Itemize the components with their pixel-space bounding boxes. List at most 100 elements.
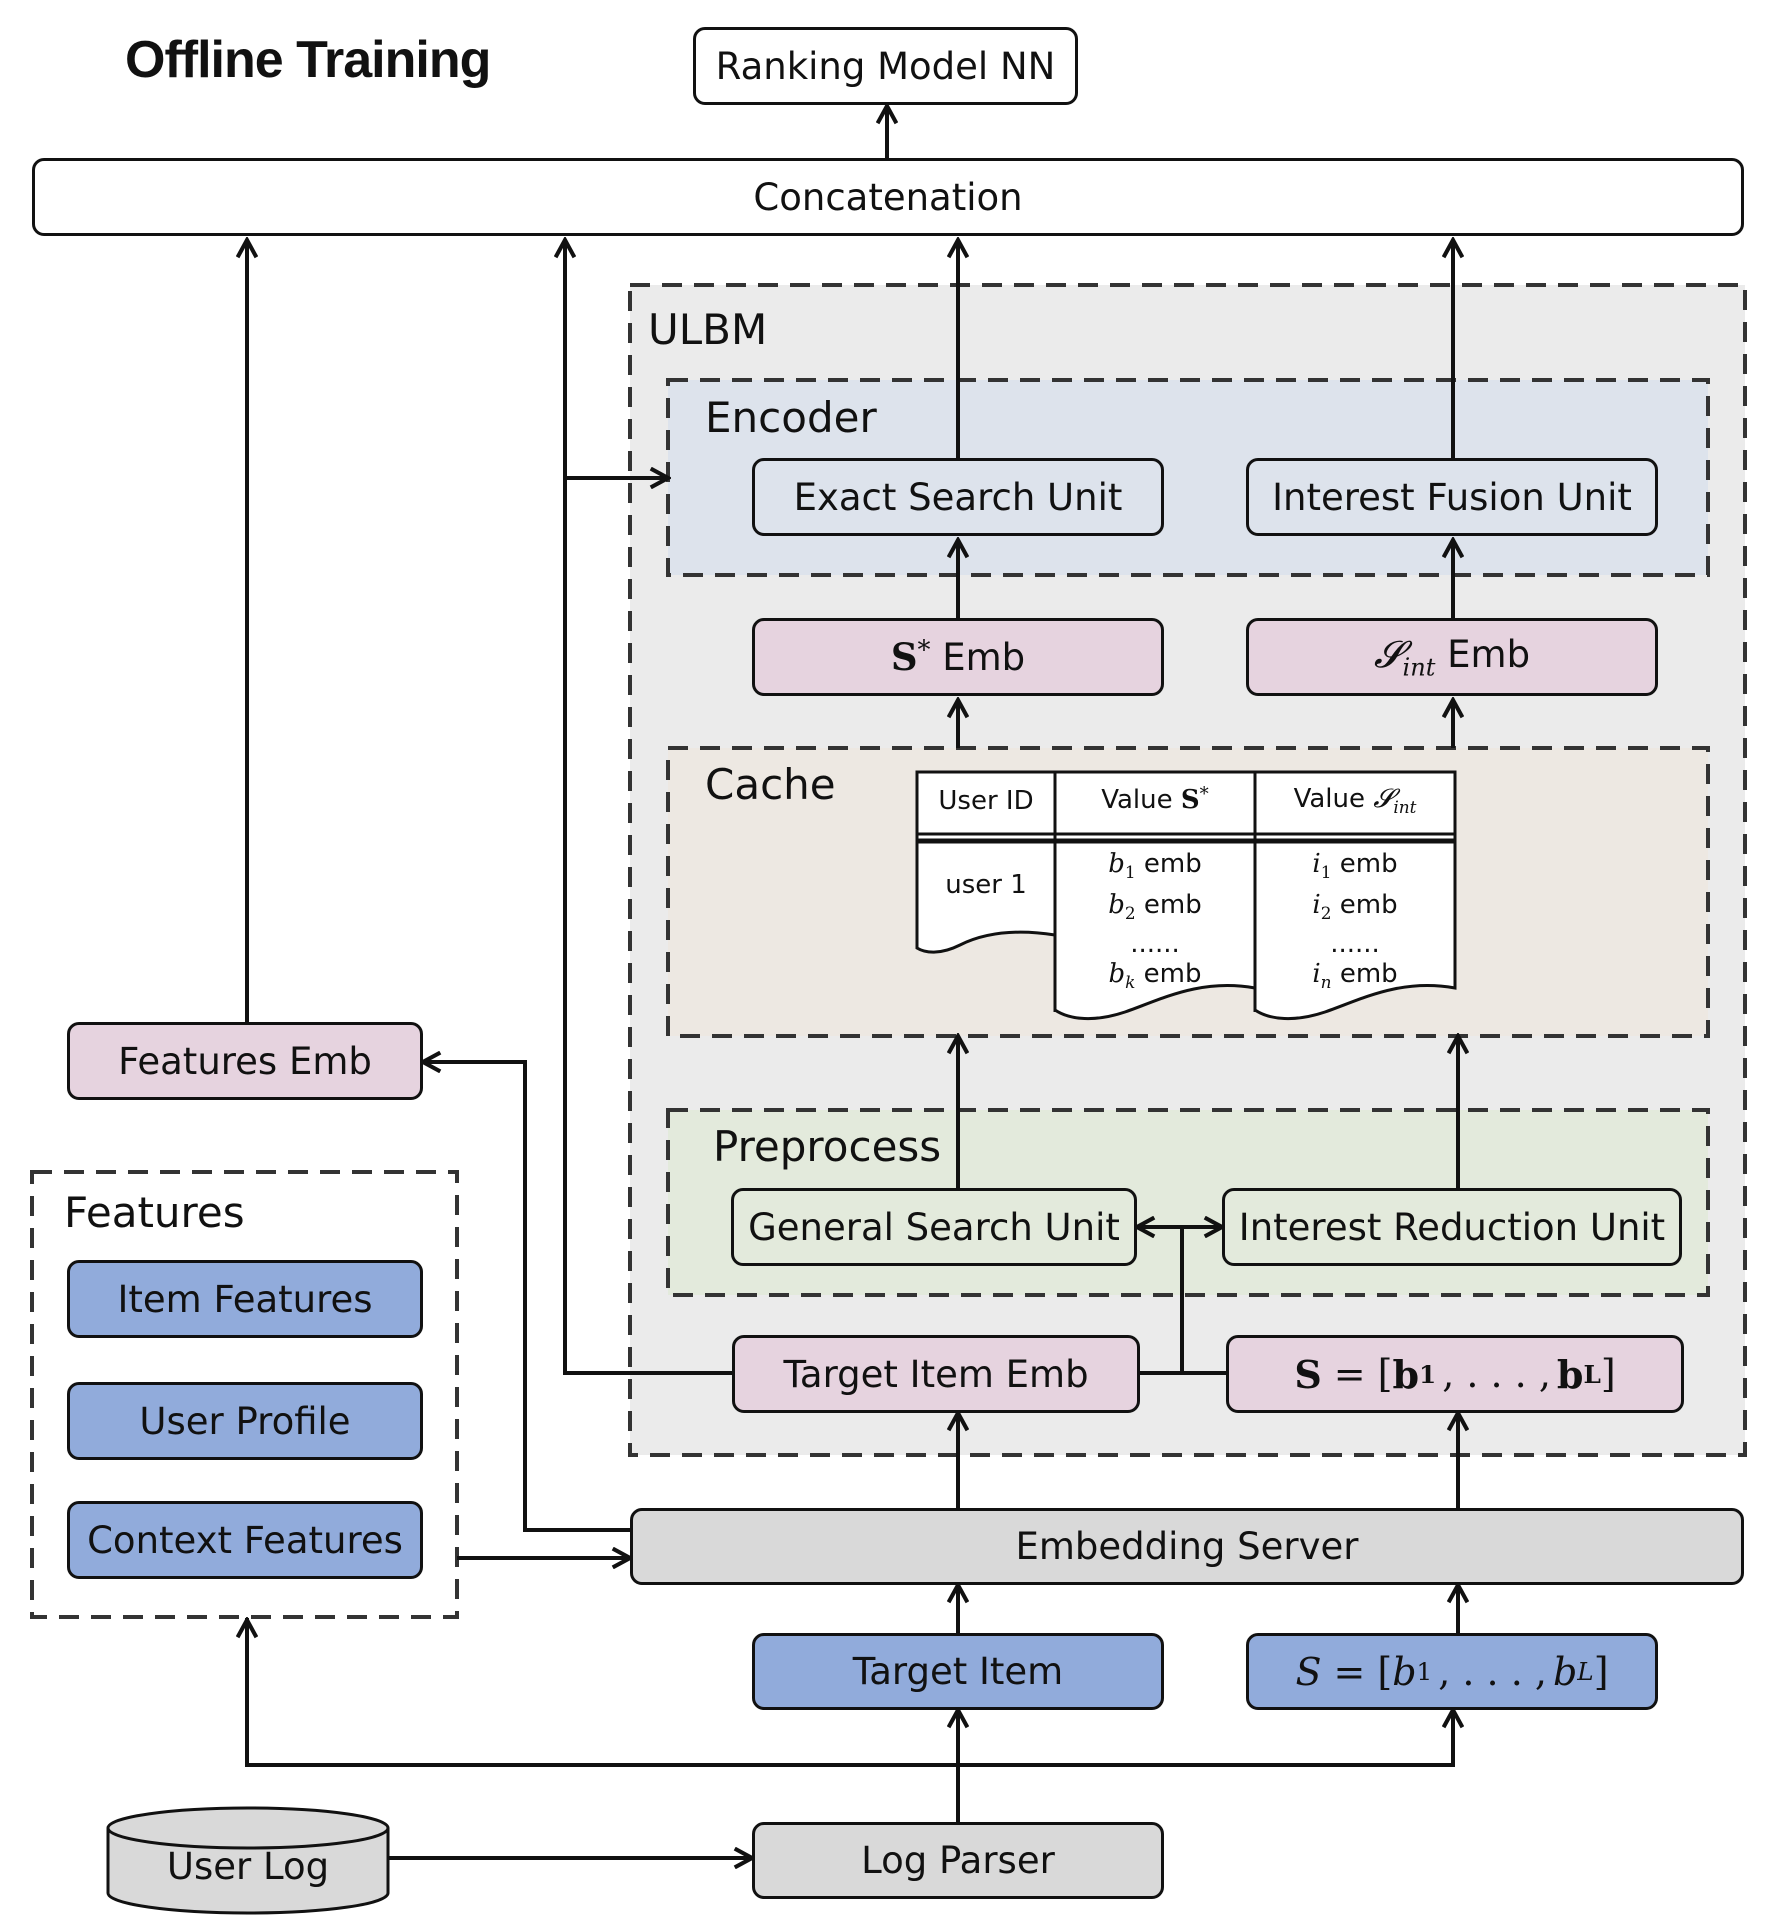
s-int-symbol: 𝓢 [1373,632,1403,676]
cache-header-value-1: Value [1101,785,1173,816]
interest-fusion-unit-label: Interest Fusion Unit [1272,475,1632,519]
s-sequence-emb-open: [ [1377,1352,1393,1396]
s-sequence-emb-lhs: S [1294,1351,1322,1397]
s-star-emb-box: S* Emb [752,618,1164,696]
s-star-emb-suffix: Emb [942,636,1026,679]
user-log-cylinder [106,1806,390,1915]
s-sequence-lhs: S [1295,1649,1322,1694]
cache-i-symbol: i [1312,849,1321,879]
cache-b-symbol: b [1108,958,1126,989]
cache-i-symbol: i [1312,889,1321,920]
cache-b-row: b2 emb [1055,889,1255,930]
concatenation-label: Concatenation [753,175,1023,219]
cache-i-column: i1 emb i2 emb ...... in emb [1255,848,1455,999]
cache-label: Cache [705,760,836,809]
cache-b-sub: 1 [1124,861,1136,882]
features-emb-label: Features Emb [118,1039,372,1083]
s-star-symbol: S [890,635,918,679]
cache-header-s-int-sub: int [1393,796,1417,817]
cache-i-row: i1 emb [1255,848,1455,889]
cache-i-sub: 2 [1320,902,1332,923]
cache-b-column: b1 emb b2 emb ...... bk emb [1055,848,1255,999]
cache-header-s-star-sup: * [1199,784,1209,805]
s-sequence-last-sub: L [1577,1657,1594,1686]
cache-header-user-id: User ID [938,786,1034,816]
cache-header-s-int-symbol: 𝓢 [1373,784,1394,814]
s-sequence-emb-close: ] [1600,1352,1616,1396]
cache-b-sub: 2 [1124,902,1136,923]
cache-b-row: bk emb [1055,958,1255,999]
cache-header-s-star-symbol: S [1180,785,1200,816]
features-label: Features [64,1188,245,1237]
cache-header-value-s-star: Value S* [1055,784,1255,815]
s-sequence-first-sub: 1 [1416,1657,1433,1686]
cache-i-text: emb [1339,849,1398,879]
cache-i-sub: 1 [1320,861,1332,882]
s-sequence-emb-last: b [1556,1351,1584,1397]
target-item-box: Target Item [752,1633,1164,1710]
cache-i-sub: n [1320,971,1332,992]
s-sequence-last: b [1552,1649,1578,1694]
item-features-box: Item Features [67,1260,423,1338]
connectors [247,106,1458,1858]
s-sequence-emb-dots: , . . . , [1442,1352,1551,1396]
cache-i-row: in emb [1255,958,1455,999]
encoder-label: Encoder [705,393,877,442]
item-features-label: Item Features [117,1277,373,1321]
s-sequence-emb-eq: = [1333,1352,1366,1396]
cache-b-text: emb [1143,849,1202,879]
cache-b-row: ...... [1055,930,1255,958]
cache-i-text: emb [1339,958,1398,989]
embedding-server-label: Embedding Server [1015,1525,1359,1568]
cache-b-row: b1 emb [1055,848,1255,889]
cache-b-sub: k [1125,971,1136,992]
cache-user-cell: user 1 [945,870,1027,900]
s-int-emb-label: 𝓢int Emb [1374,633,1530,681]
s-int-sub: int [1402,653,1436,682]
cache-header-value-s-int: Value 𝓢int [1255,784,1455,817]
cache-b-symbol: b [1108,849,1125,879]
cache-i-ellipsis: ...... [1330,928,1380,959]
s-sequence-emb-first-sub: 1 [1419,1359,1437,1389]
cache-i-row: i2 emb [1255,889,1455,930]
cache-b-ellipsis: ...... [1130,928,1180,959]
target-item-emb-box: Target Item Emb [732,1335,1140,1413]
ranking-model-box: Ranking Model NN [693,27,1078,105]
cache-i-text: emb [1339,889,1398,920]
general-search-unit: General Search Unit [731,1188,1137,1266]
interest-reduction-unit: Interest Reduction Unit [1222,1188,1682,1266]
user-profile-label: User Profile [139,1399,351,1443]
exact-search-unit: Exact Search Unit [752,458,1164,536]
s-sequence-emb-first: b [1392,1351,1420,1397]
target-item-label: Target Item [852,1650,1064,1693]
user-log-label: User Log [166,1845,330,1888]
s-int-emb-box: 𝓢int Emb [1246,618,1658,696]
ulbm-label: ULBM [648,305,768,354]
interest-reduction-unit-label: Interest Reduction Unit [1238,1205,1666,1249]
target-item-emb-label: Target Item Emb [783,1352,1089,1396]
s-sequence-open: [ [1377,1649,1393,1694]
s-sequence-emb-last-sub: L [1583,1359,1601,1389]
s-sequence-eq: = [1333,1649,1366,1694]
context-features-box: Context Features [67,1501,423,1579]
interest-fusion-unit: Interest Fusion Unit [1246,458,1658,536]
cache-table [915,770,1457,1021]
user-profile-box: User Profile [67,1382,423,1460]
page-title: Offline Training [125,31,491,89]
features-emb-box: Features Emb [67,1022,423,1100]
embedding-server-box: Embedding Server [630,1508,1744,1585]
general-search-unit-label: General Search Unit [748,1205,1120,1249]
cache-b-symbol: b [1108,889,1125,920]
s-int-emb-suffix: Emb [1447,632,1531,676]
cache-i-row: ...... [1255,930,1455,958]
s-sequence-close: ] [1593,1649,1609,1694]
cache-i-symbol: i [1312,958,1321,989]
log-parser-box: Log Parser [752,1822,1164,1899]
cache-b-text: emb [1143,958,1202,989]
s-sequence-first: b [1392,1649,1417,1694]
s-sequence-dots: , . . . , [1438,1649,1547,1694]
concatenation-box: Concatenation [32,158,1744,236]
preprocess-label: Preprocess [713,1122,942,1171]
